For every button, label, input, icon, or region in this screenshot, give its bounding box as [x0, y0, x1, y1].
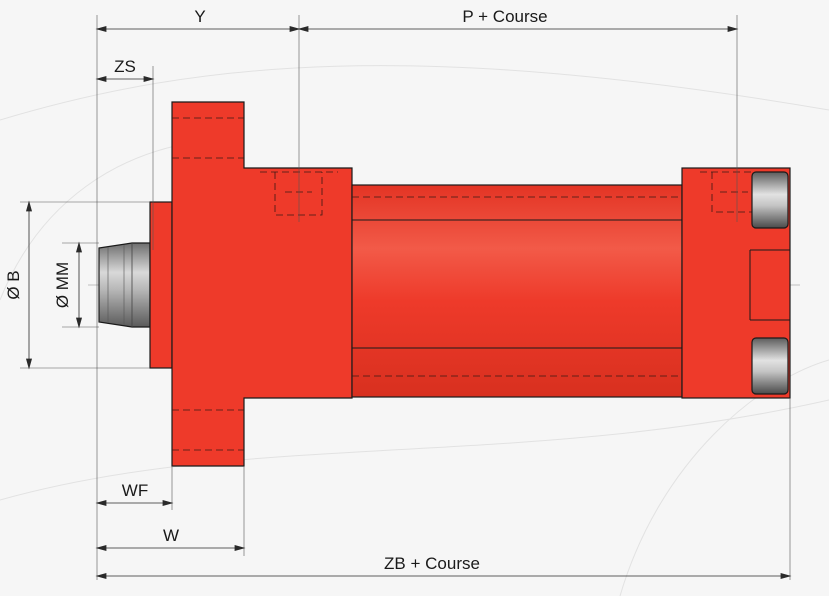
label-diam-mm: Ø MM [53, 262, 72, 308]
label-diam-b: Ø B [4, 270, 23, 299]
label-wf: WF [122, 481, 148, 500]
label-w: W [163, 526, 179, 545]
tie-rod-pin-bottom [751, 337, 789, 395]
label-zs: ZS [114, 57, 136, 76]
label-p-course: P + Course [462, 7, 547, 26]
piston-rod [98, 242, 151, 328]
extension-lines [20, 15, 791, 580]
label-y: Y [194, 7, 205, 26]
tie-rod-pin-top [751, 171, 789, 229]
label-zb-course: ZB + Course [384, 554, 480, 573]
front-flange [171, 101, 353, 467]
cylinder-tube [351, 184, 683, 398]
dimension-lines [25, 25, 792, 580]
